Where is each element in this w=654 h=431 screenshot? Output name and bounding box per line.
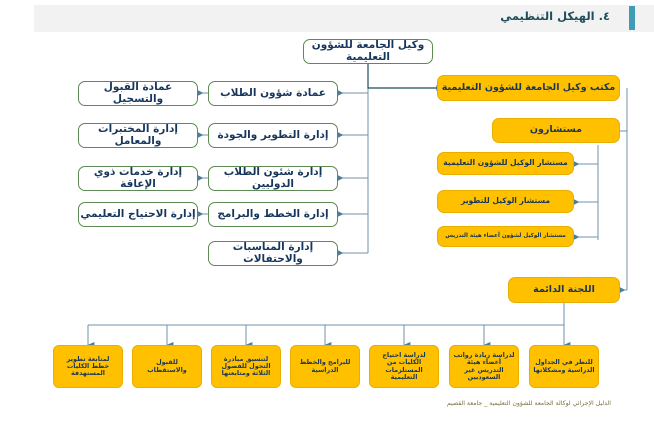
node-label: للقبول والاستقطاب [147,358,187,374]
task-trimester-initiative[interactable]: لتنسيق مبادرة التحول للفصول الثلاثة ومتا… [211,345,281,388]
node-labs-workshops[interactable]: إدارة المختبرات والمعامل [78,123,198,148]
header-band [34,5,654,32]
node-label: لدراسة احتياج الكليات من المستلزمات التع… [382,351,426,381]
node-label: عمادة القبول والتسجيل [103,80,173,105]
node-label: لتنسيق مبادرة التحول للفصول الثلاثة ومتا… [221,354,271,378]
task-programs-study-plans[interactable]: للبرامج والخطط الدراسية [290,345,360,388]
node-label: إدارة الاحتياج التعليمي [80,207,196,220]
node-label: اللجنة الدائمة [533,283,595,295]
node-label: مستشارون [529,124,583,136]
footer-note: الدليل الإجرائي لوكالة الجامعة للشؤون ال… [446,400,611,407]
node-permanent-committee[interactable]: اللجنة الدائمة [508,277,620,303]
task-college-supplies-needs[interactable]: لدراسة احتياج الكليات من المستلزمات التع… [369,345,439,388]
page-title: ٤. الهيكل التنظيمي [500,9,610,23]
node-label: وكيل الجامعة للشؤون التعليمية [311,38,425,63]
node-label: إدارة شئون الطلاب الدوليين [223,165,323,190]
node-vice-rector-root[interactable]: وكيل الجامعة للشؤون التعليمية [303,39,433,64]
node-deanship-student-affairs[interactable]: عمادة شؤون الطلاب [208,81,338,106]
node-label: للنظر في الجداول الدراسية ومشكلاتها [533,358,595,374]
node-label: للبرامج والخطط الدراسية [299,358,351,374]
node-disability-services[interactable]: إدارة خدمات ذوي الإعاقة [78,166,198,191]
header-accent-bar [629,6,635,30]
node-educational-needs[interactable]: إدارة الاحتياج التعليمي [78,202,198,227]
node-admission-registration[interactable]: عمادة القبول والتسجيل [78,81,198,106]
node-advisors-head[interactable]: مستشارون [492,118,620,143]
node-advisor-educational-affairs[interactable]: مستشار الوكيل للشؤون التعليمية [437,152,574,175]
node-label: إدارة المختبرات والمعامل [98,122,178,147]
node-label: مستشار الوكيل للشؤون التعليمية [443,158,568,168]
node-development-quality[interactable]: إدارة التطوير والجودة [208,123,338,148]
node-plans-programs[interactable]: إدارة الخطط والبرامج [208,202,338,227]
node-international-students[interactable]: إدارة شئون الطلاب الدوليين [208,166,338,191]
node-label: مستشار الوكيل لشؤون أعضاء هيئة التدريس [445,233,566,240]
node-label: لدراسة زيادة رواتب أعضاء هيئة التدريس غي… [453,351,515,381]
node-vice-rector-office[interactable]: مكتب وكيل الجامعة للشؤون التعليمية [437,75,620,101]
task-non-saudi-faculty-salaries[interactable]: لدراسة زيادة رواتب أعضاء هيئة التدريس غي… [449,345,519,388]
task-admission-attraction[interactable]: للقبول والاستقطاب [132,345,202,388]
node-label: لمتابعة تطوير خطط الكليات المستهدفة [66,354,110,378]
node-label: مستشار الوكيل للتطوير [460,196,551,206]
node-label: إدارة خدمات ذوي الإعاقة [93,165,183,190]
task-college-plans-followup[interactable]: لمتابعة تطوير خطط الكليات المستهدفة [53,345,123,388]
task-study-schedules-issues[interactable]: للنظر في الجداول الدراسية ومشكلاتها [529,345,599,388]
node-label: إدارة التطوير والجودة [217,128,329,141]
node-label: عمادة شؤون الطلاب [220,86,326,99]
node-label: مكتب وكيل الجامعة للشؤون التعليمية [441,81,616,93]
node-label: إدارة المناسبات والاحتفالات [232,240,314,265]
node-advisor-development[interactable]: مستشار الوكيل للتطوير [437,190,574,213]
node-advisor-faculty-affairs[interactable]: مستشار الوكيل لشؤون أعضاء هيئة التدريس [437,226,574,247]
node-events-celebrations[interactable]: إدارة المناسبات والاحتفالات [208,241,338,266]
node-label: إدارة الخطط والبرامج [217,207,329,220]
